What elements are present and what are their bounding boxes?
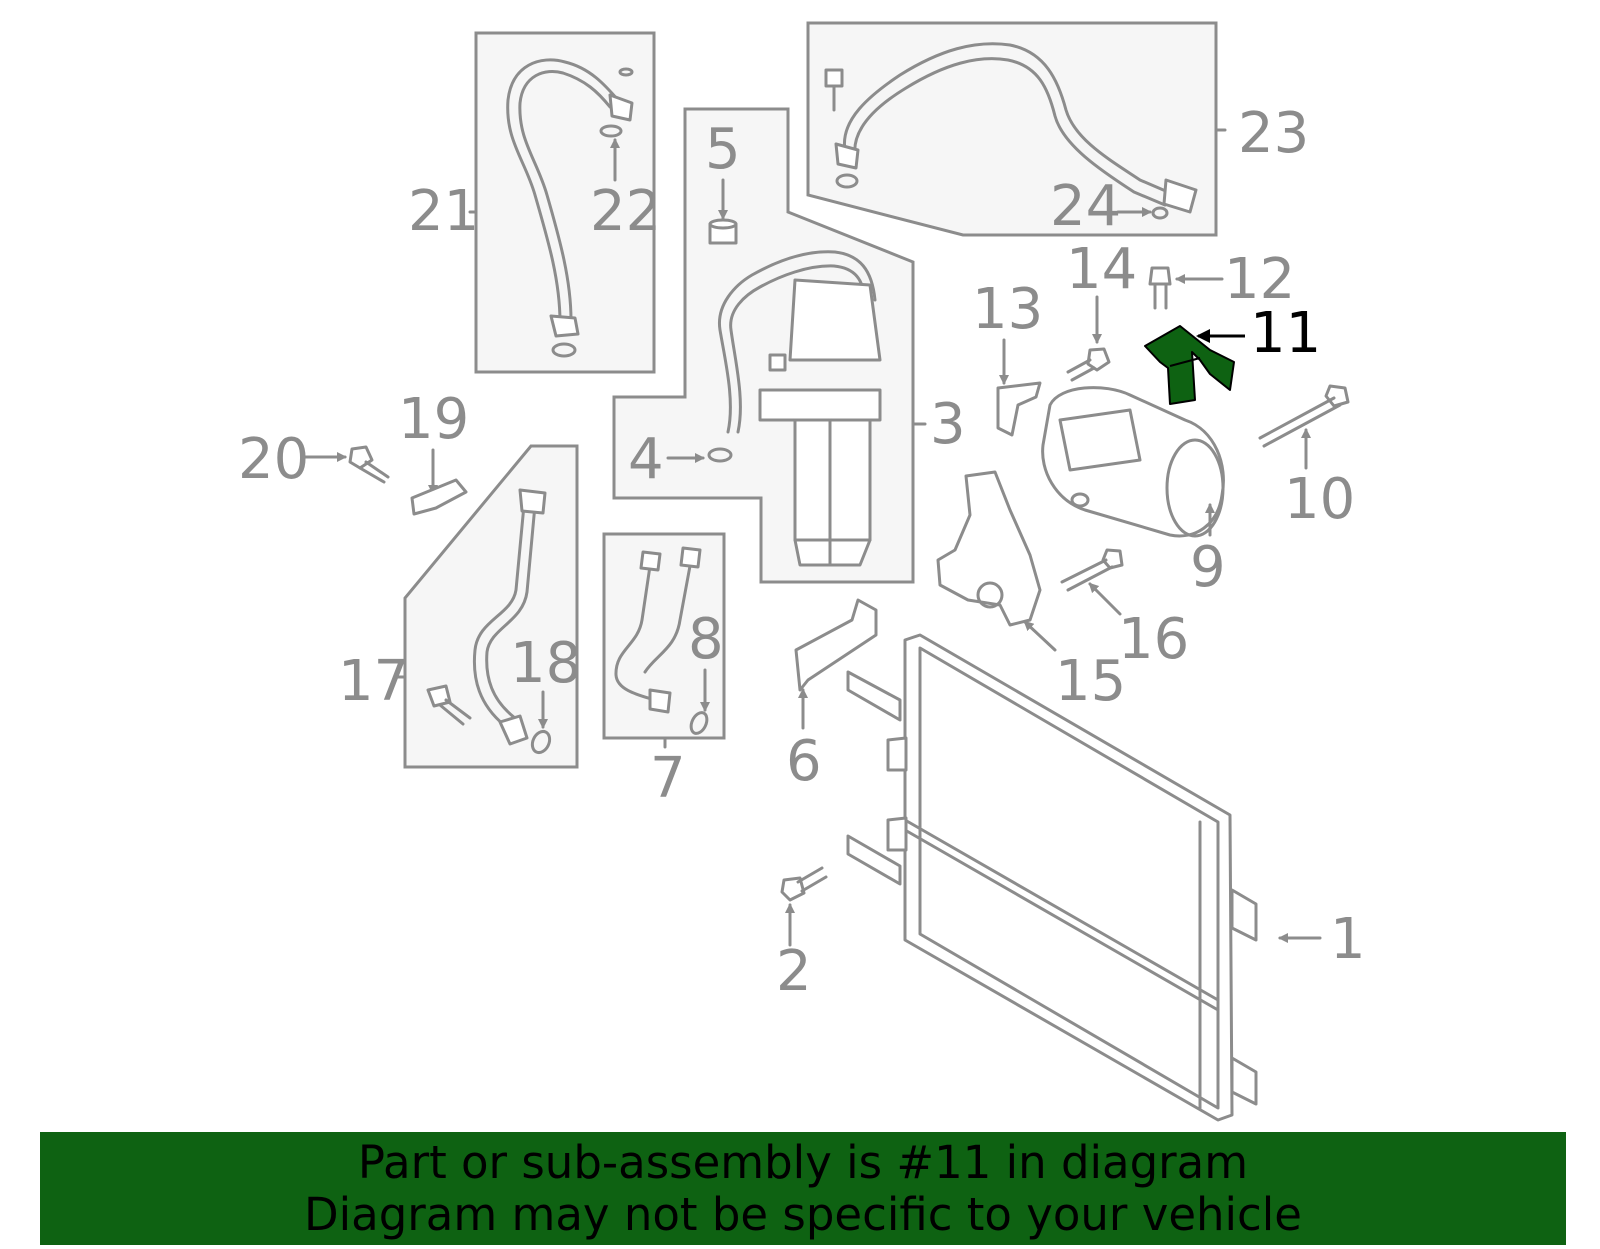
part-20-bolt [301,445,390,484]
callout-6: 6 [786,729,822,794]
callout-23: 23 [1238,101,1309,166]
part-13-bracket [996,338,1042,437]
callout-16: 16 [1118,607,1189,672]
part-8-oring [689,668,710,735]
part-16-bolt [1060,548,1124,616]
callout-13: 13 [972,277,1043,342]
part-12-bolt [1148,266,1224,310]
part-9-compressor [1041,386,1225,538]
callout-8: 8 [688,607,724,672]
callout-10: 10 [1284,467,1355,532]
part-6-bracket [794,598,878,730]
part-19-clip [410,448,468,516]
group-box-21-22 [474,31,656,374]
part-11-bracket-highlighted [1144,325,1245,405]
callout-19: 19 [398,387,469,452]
callout-18: 18 [510,631,581,696]
group-box-23-24 [806,21,1218,237]
callout-20: 20 [238,427,309,492]
banner-line-disclaimer: Diagram may not be specific to your vehi… [304,1187,1302,1241]
callout-15: 15 [1055,649,1126,714]
callout-1: 1 [1330,907,1366,972]
callout-9: 9 [1190,535,1226,600]
callout-14: 14 [1066,237,1137,302]
part-14-bolt [1066,295,1111,382]
callout-24: 24 [1050,174,1121,239]
callout-5: 5 [705,117,741,182]
callout-21: 21 [408,179,479,244]
callout-2: 2 [776,939,812,1004]
callout-22: 22 [590,179,661,244]
part-5-cap [708,178,738,245]
callout-4: 4 [628,427,664,492]
part-1-condenser [846,633,1322,1122]
part-17-line [396,488,547,746]
part-15-bracket [936,470,1057,652]
part-7-line [614,546,702,749]
banner-line-part-number: Part or sub-assembly is #11 in diagram [357,1135,1249,1189]
part-2-bolt [780,866,828,947]
part-21-hose [468,58,634,358]
part-18-oring [530,690,552,755]
callout-11: 11 [1250,301,1321,366]
part-23-hose [824,42,1227,220]
callout-7: 7 [650,746,686,811]
part-3-accumulator [707,250,927,567]
callout-12: 12 [1224,247,1295,312]
callout-17: 17 [338,649,409,714]
part-10-bolt [1258,384,1350,470]
notice-banner: Part or sub-assembly is #11 in diagram D… [40,1132,1566,1245]
callout-3: 3 [930,392,966,457]
callouts: 1 2 3 4 5 6 7 8 9 10 11 12 13 14 15 16 1… [238,101,1366,1004]
